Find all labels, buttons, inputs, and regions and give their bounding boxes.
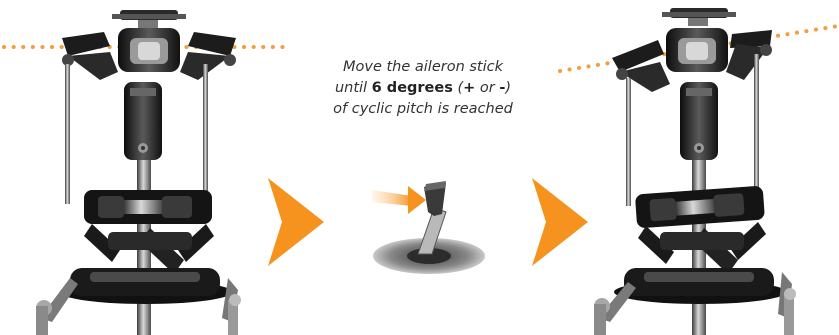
instruction-line-1: Move the aileron stick (318, 57, 528, 78)
rotor-head-tilted (560, 8, 838, 335)
instruction-line-2-prefix: until (335, 80, 372, 96)
instruction-paren-open: ( (453, 80, 463, 96)
instruction-caption: Move the aileron stick until 6 degrees (… (318, 57, 528, 120)
instruction-or: or (475, 80, 499, 96)
instruction-paren-close: ) (505, 80, 511, 96)
chevron-right-icon (532, 178, 588, 266)
instruction-line-2: until 6 degrees (+ or -) (318, 78, 528, 99)
instruction-plus: + (463, 80, 475, 96)
instruction-line-3: of cyclic pitch is reached (318, 99, 528, 120)
instruction-degrees: 6 degrees (372, 80, 453, 96)
rotor-head-level (4, 10, 290, 335)
aileron-stick-icon (372, 181, 485, 274)
chevron-right-icon (268, 178, 324, 266)
